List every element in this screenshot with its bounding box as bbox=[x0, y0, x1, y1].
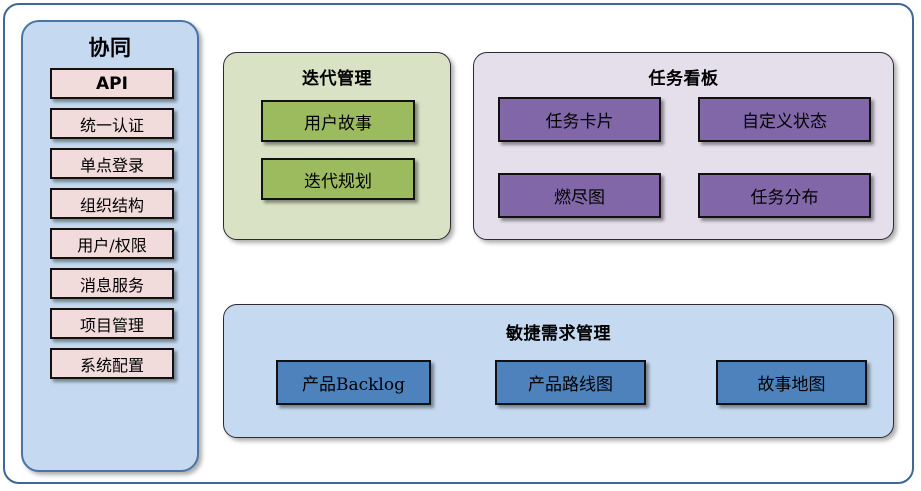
group-iteration-management-title: 迭代管理 bbox=[302, 69, 372, 89]
collaboration-item-list: API 统一认证 单点登录 组织结构 用户/权限 消息服务 项目管理 系统配置 bbox=[23, 68, 201, 388]
node-product-backlog[interactable]: 产品Backlog bbox=[276, 360, 431, 405]
node-product-roadmap[interactable]: 产品路线图 bbox=[495, 360, 646, 405]
sidebar-item-single-sign-on[interactable]: 单点登录 bbox=[50, 148, 174, 179]
group-iteration-management: 迭代管理 用户故事 迭代规划 bbox=[223, 52, 451, 240]
sidebar-item-unified-auth[interactable]: 统一认证 bbox=[50, 108, 174, 139]
sidebar-item-org-structure[interactable]: 组织结构 bbox=[50, 188, 174, 219]
group-collaboration: 协同 API 统一认证 单点登录 组织结构 用户/权限 消息服务 项目管理 系统… bbox=[21, 20, 199, 472]
diagram-frame: 协同 API 统一认证 单点登录 组织结构 用户/权限 消息服务 项目管理 系统… bbox=[3, 3, 914, 484]
node-task-card[interactable]: 任务卡片 bbox=[498, 97, 661, 142]
node-story-map[interactable]: 故事地图 bbox=[716, 360, 867, 405]
sidebar-item-system-config[interactable]: 系统配置 bbox=[50, 348, 174, 379]
sidebar-item-message-service[interactable]: 消息服务 bbox=[50, 268, 174, 299]
group-collaboration-title: 协同 bbox=[88, 36, 132, 60]
node-user-story[interactable]: 用户故事 bbox=[261, 100, 415, 142]
node-custom-status[interactable]: 自定义状态 bbox=[698, 97, 871, 142]
group-task-board: 任务看板 任务卡片 自定义状态 燃尽图 任务分布 bbox=[473, 52, 894, 240]
node-task-distribution[interactable]: 任务分布 bbox=[698, 173, 871, 218]
node-burndown-chart[interactable]: 燃尽图 bbox=[498, 173, 661, 218]
sidebar-item-project-management[interactable]: 项目管理 bbox=[50, 308, 174, 339]
sidebar-item-user-permission[interactable]: 用户/权限 bbox=[50, 228, 174, 259]
sidebar-item-api[interactable]: API bbox=[50, 68, 174, 99]
node-iteration-planning[interactable]: 迭代规划 bbox=[261, 158, 415, 200]
group-agile-requirement-management-title: 敏捷需求管理 bbox=[506, 324, 611, 344]
group-task-board-title: 任务看板 bbox=[648, 69, 719, 89]
group-agile-requirement-management: 敏捷需求管理 产品Backlog 产品路线图 故事地图 bbox=[223, 304, 894, 438]
